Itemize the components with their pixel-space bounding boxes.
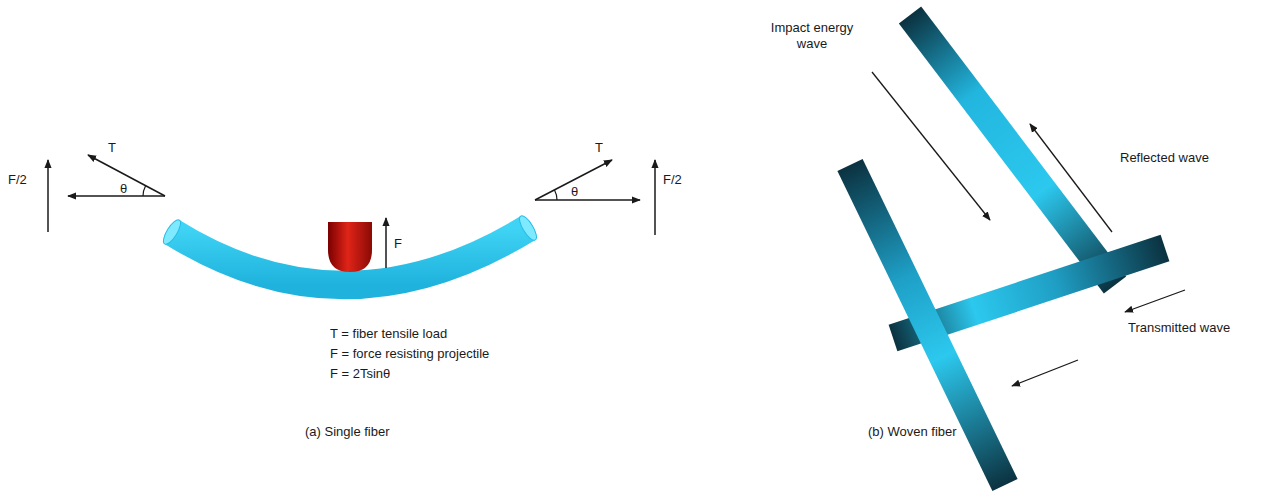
wave-label: Impact energy wave — [762, 20, 862, 51]
force-label: F/2 — [663, 172, 682, 188]
tension-arrow — [88, 155, 165, 196]
wave-label: Transmitted wave — [1128, 320, 1230, 336]
fiber-end — [160, 217, 183, 246]
force-arrow — [47, 160, 49, 232]
force-label: F — [394, 236, 402, 252]
fiber-end — [516, 213, 539, 242]
warp-fiber — [850, 165, 1005, 485]
force-label: F/2 — [8, 172, 27, 188]
horizontal-arrow — [68, 195, 165, 197]
angle-arc — [143, 186, 146, 196]
angle-label: θ — [571, 184, 578, 200]
wave-arrow — [1012, 360, 1078, 386]
projectile — [328, 222, 372, 272]
wave-arrow — [1125, 290, 1185, 312]
tension-arrow — [535, 160, 612, 200]
wave-arrow — [1030, 124, 1112, 232]
legend-note: T = fiber tensile load — [330, 326, 447, 342]
sub-caption: (b) Woven fiber — [868, 424, 957, 440]
sub-caption: (a) Single fiber — [305, 424, 390, 440]
horizontal-arrow — [535, 199, 640, 201]
wave-arrow — [872, 72, 990, 220]
legend-note: F = force resisting projectile — [330, 346, 489, 362]
force-arrow — [654, 160, 656, 235]
tension-label: T — [108, 140, 116, 156]
angle-label: θ — [120, 181, 127, 197]
angle-arc — [554, 190, 557, 200]
force-arrow — [385, 218, 387, 268]
tension-label: T — [595, 140, 603, 156]
formula: F = 2Tsinθ — [330, 366, 390, 382]
wave-label: Reflected wave — [1120, 150, 1209, 166]
warp-fiber — [910, 15, 1115, 285]
